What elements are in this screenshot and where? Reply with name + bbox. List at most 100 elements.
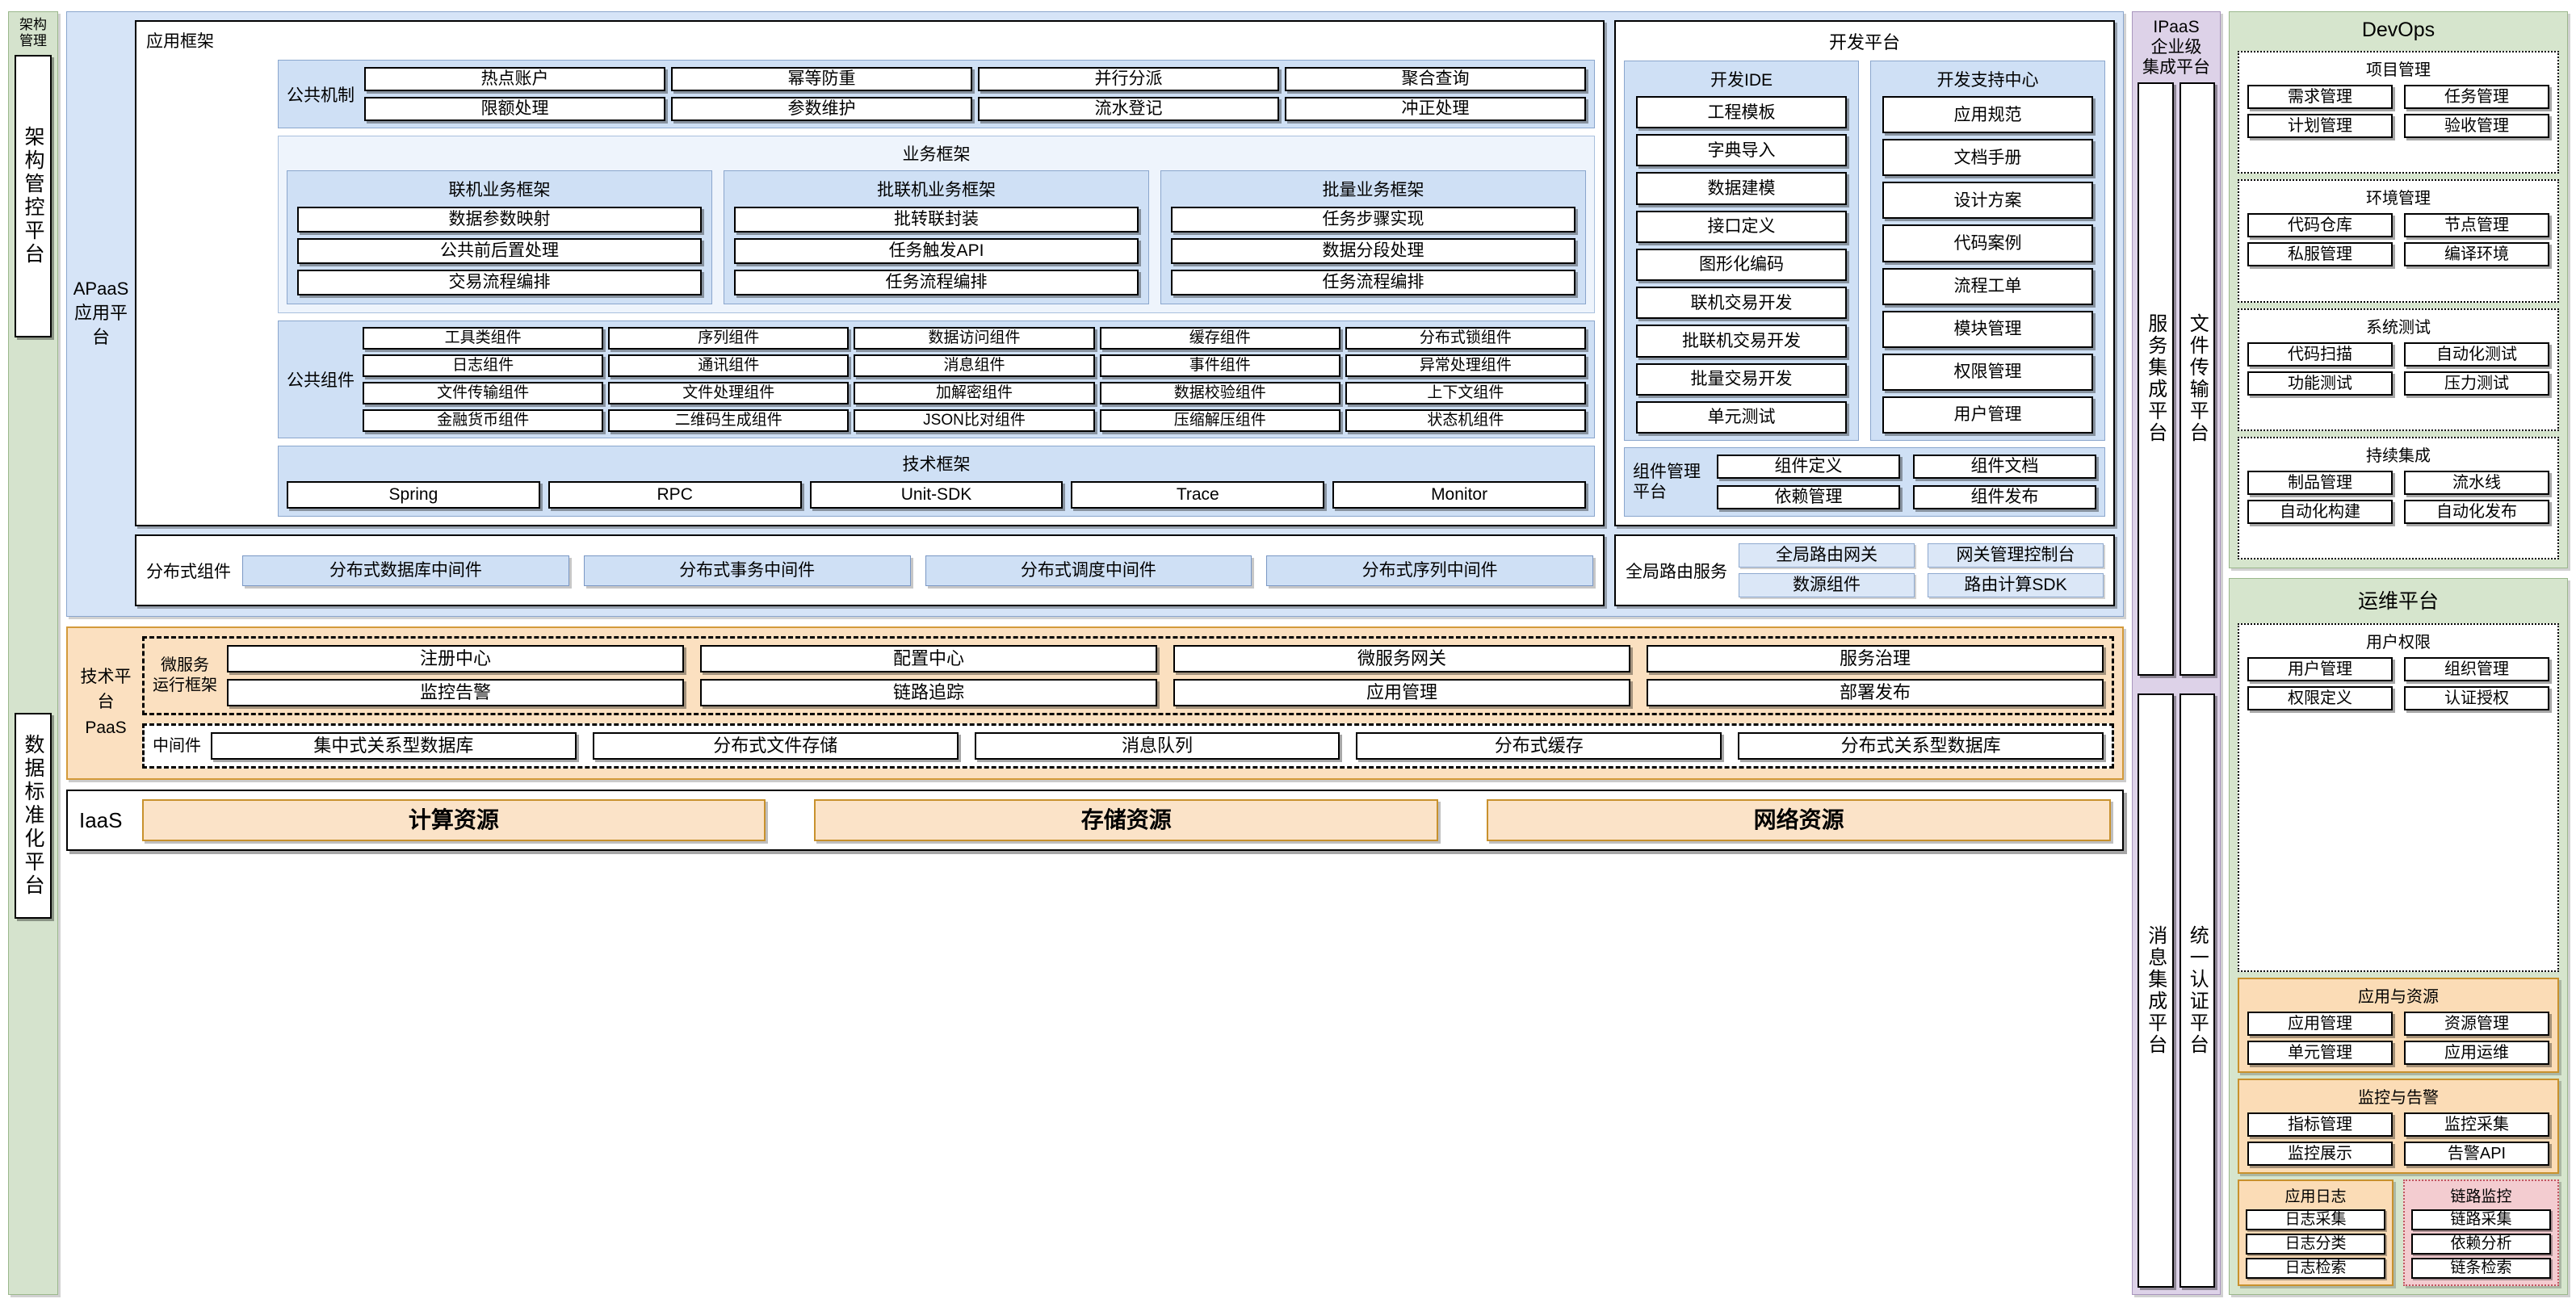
tech-item[interactable]: Trace bbox=[1071, 481, 1325, 509]
component-item[interactable]: 事件组件 bbox=[1099, 354, 1340, 377]
global-route-item[interactable]: 路由计算SDK bbox=[1928, 573, 2104, 597]
ops-item[interactable]: 认证授权 bbox=[2404, 686, 2549, 710]
distributed-item[interactable]: 分布式数据库中间件 bbox=[242, 555, 569, 586]
ops-item[interactable]: 告警API bbox=[2404, 1142, 2549, 1166]
component-mgmt-item[interactable]: 组件文档 bbox=[1913, 455, 2096, 479]
ops-item[interactable]: 监控采集 bbox=[2404, 1112, 2549, 1137]
dev-support-item[interactable]: 流程工单 bbox=[1882, 267, 2093, 305]
ops-item[interactable]: 监控展示 bbox=[2247, 1142, 2393, 1166]
component-item[interactable]: 金融货币组件 bbox=[363, 409, 604, 432]
devops-item[interactable]: 自动化发布 bbox=[2404, 499, 2549, 524]
mechanism-item[interactable]: 热点账户 bbox=[364, 67, 665, 91]
microservice-item[interactable]: 链路追踪 bbox=[700, 679, 1157, 706]
mechanism-item[interactable]: 冲正处理 bbox=[1285, 97, 1586, 121]
business-item[interactable]: 数据参数映射 bbox=[297, 207, 702, 233]
mechanism-item[interactable]: 流水登记 bbox=[978, 97, 1279, 121]
business-item[interactable]: 公共前后置处理 bbox=[297, 238, 702, 264]
ipaas-box-file-transfer[interactable]: 文件传输平台 bbox=[2179, 82, 2215, 677]
distributed-item[interactable]: 分布式事务中间件 bbox=[583, 555, 911, 586]
devops-item[interactable]: 需求管理 bbox=[2247, 85, 2393, 109]
business-item[interactable]: 数据分段处理 bbox=[1171, 238, 1575, 264]
rail-box-architecture-control-platform[interactable]: 架构管控平台 bbox=[15, 55, 52, 338]
ops-log-item[interactable]: 日志分类 bbox=[2246, 1234, 2385, 1255]
component-item[interactable]: 压缩解压组件 bbox=[1099, 409, 1340, 432]
component-mgmt-item[interactable]: 组件定义 bbox=[1717, 455, 1900, 479]
middleware-item[interactable]: 分布式缓存 bbox=[1356, 732, 1722, 760]
ops-item[interactable]: 指标管理 bbox=[2247, 1112, 2393, 1137]
business-item[interactable]: 任务步骤实现 bbox=[1171, 207, 1575, 233]
mechanism-item[interactable]: 并行分派 bbox=[978, 67, 1279, 91]
tech-item[interactable]: RPC bbox=[548, 481, 802, 509]
devops-item[interactable]: 代码扫描 bbox=[2247, 341, 2393, 367]
dev-ide-item[interactable]: 数据建模 bbox=[1636, 172, 1847, 205]
component-item[interactable]: 通讯组件 bbox=[608, 354, 850, 377]
dev-support-item[interactable]: 应用规范 bbox=[1882, 96, 2093, 134]
microservice-item[interactable]: 配置中心 bbox=[700, 645, 1157, 672]
dev-ide-item[interactable]: 字典导入 bbox=[1636, 134, 1847, 167]
component-item[interactable]: 消息组件 bbox=[854, 354, 1095, 377]
devops-item[interactable]: 编译环境 bbox=[2404, 242, 2549, 267]
ops-log-item[interactable]: 日志检索 bbox=[2246, 1258, 2385, 1279]
component-item[interactable]: 二维码生成组件 bbox=[608, 409, 850, 432]
middleware-item[interactable]: 集中式关系型数据库 bbox=[211, 732, 577, 760]
ops-link-item[interactable]: 依赖分析 bbox=[2411, 1234, 2551, 1255]
dev-support-item[interactable]: 模块管理 bbox=[1882, 310, 2093, 348]
middleware-item[interactable]: 分布式关系型数据库 bbox=[1738, 732, 2104, 760]
ops-item[interactable]: 权限定义 bbox=[2247, 686, 2393, 710]
ops-item[interactable]: 用户管理 bbox=[2247, 657, 2393, 681]
component-mgmt-item[interactable]: 组件发布 bbox=[1913, 485, 2096, 509]
dev-ide-item[interactable]: 工程模板 bbox=[1636, 96, 1847, 129]
ops-link-item[interactable]: 链路采集 bbox=[2411, 1209, 2551, 1230]
devops-item[interactable]: 功能测试 bbox=[2247, 371, 2393, 396]
component-item[interactable]: 文件传输组件 bbox=[363, 382, 604, 404]
global-route-item[interactable]: 网关管理控制台 bbox=[1928, 543, 2104, 568]
rail-box-data-standardization-platform[interactable]: 数据标准化平台 bbox=[15, 713, 52, 920]
tech-item[interactable]: Unit-SDK bbox=[809, 481, 1064, 509]
dev-ide-item[interactable]: 图形化编码 bbox=[1636, 248, 1847, 282]
component-item[interactable]: 上下文组件 bbox=[1345, 382, 1586, 404]
microservice-item[interactable]: 注册中心 bbox=[227, 645, 684, 672]
business-item[interactable]: 交易流程编排 bbox=[297, 270, 702, 295]
ops-item[interactable]: 单元管理 bbox=[2247, 1041, 2393, 1065]
component-item[interactable]: 异常处理组件 bbox=[1345, 354, 1586, 377]
dev-ide-item[interactable]: 联机交易开发 bbox=[1636, 287, 1847, 320]
distributed-item[interactable]: 分布式序列中间件 bbox=[1266, 555, 1593, 586]
business-item[interactable]: 任务流程编排 bbox=[734, 270, 1139, 295]
component-item[interactable]: 缓存组件 bbox=[1099, 327, 1340, 350]
tech-item[interactable]: Spring bbox=[287, 481, 540, 509]
devops-item[interactable]: 任务管理 bbox=[2404, 85, 2549, 109]
business-item[interactable]: 任务触发API bbox=[734, 238, 1139, 264]
middleware-item[interactable]: 分布式文件存储 bbox=[592, 732, 959, 760]
microservice-item[interactable]: 监控告警 bbox=[227, 679, 684, 706]
ipaas-box-service-integration[interactable]: 服务集成平台 bbox=[2138, 82, 2174, 677]
dev-ide-item[interactable]: 接口定义 bbox=[1636, 210, 1847, 243]
microservice-item[interactable]: 部署发布 bbox=[1647, 679, 2104, 706]
devops-item[interactable]: 验收管理 bbox=[2404, 114, 2549, 138]
dev-support-item[interactable]: 设计方案 bbox=[1882, 182, 2093, 220]
dev-support-item[interactable]: 文档手册 bbox=[1882, 139, 2093, 177]
devops-item[interactable]: 自动化测试 bbox=[2404, 341, 2549, 367]
global-route-item[interactable]: 数源组件 bbox=[1739, 573, 1915, 597]
iaas-item-network[interactable]: 网络资源 bbox=[1487, 799, 2111, 841]
dev-ide-item[interactable]: 单元测试 bbox=[1636, 400, 1847, 434]
devops-item[interactable]: 制品管理 bbox=[2247, 470, 2393, 495]
component-item[interactable]: 加解密组件 bbox=[854, 382, 1095, 404]
business-item[interactable]: 任务流程编排 bbox=[1171, 270, 1575, 295]
component-item[interactable]: 序列组件 bbox=[608, 327, 850, 350]
component-item[interactable]: 状态机组件 bbox=[1345, 409, 1586, 432]
dev-ide-item[interactable]: 批量交易开发 bbox=[1636, 362, 1847, 396]
microservice-item[interactable]: 服务治理 bbox=[1647, 645, 2104, 672]
devops-item[interactable]: 自动化构建 bbox=[2247, 499, 2393, 524]
dev-ide-item[interactable]: 批联机交易开发 bbox=[1636, 325, 1847, 358]
component-mgmt-item[interactable]: 依赖管理 bbox=[1717, 485, 1900, 509]
component-item[interactable]: 分布式锁组件 bbox=[1345, 327, 1586, 350]
devops-item[interactable]: 私服管理 bbox=[2247, 242, 2393, 267]
component-item[interactable]: 日志组件 bbox=[363, 354, 604, 377]
component-item[interactable]: 文件处理组件 bbox=[608, 382, 850, 404]
ops-item[interactable]: 组织管理 bbox=[2404, 657, 2549, 681]
mechanism-item[interactable]: 参数维护 bbox=[671, 97, 972, 121]
iaas-item-storage[interactable]: 存储资源 bbox=[814, 799, 1439, 841]
microservice-item[interactable]: 应用管理 bbox=[1173, 679, 1630, 706]
component-item[interactable]: 数据访问组件 bbox=[854, 327, 1095, 350]
ops-log-item[interactable]: 日志采集 bbox=[2246, 1209, 2385, 1230]
